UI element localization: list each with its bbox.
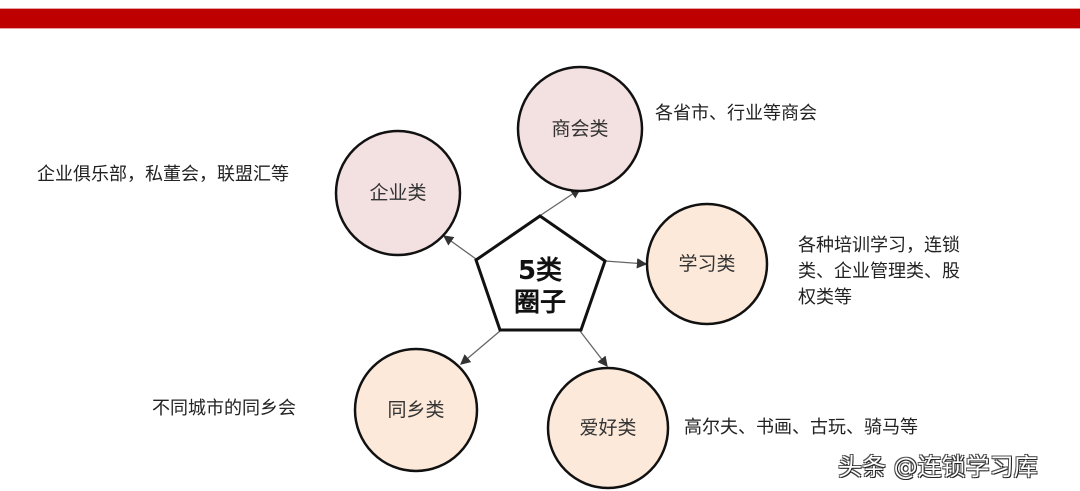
circle-enterprise [334,129,462,257]
center-label: 5类 圈子 [490,255,590,319]
label-learning: 学习类 [678,253,736,275]
center-label-line1: 5类 [517,256,563,286]
desc-learning-line3: 权类等 [798,287,852,308]
circle-hometown [353,347,479,473]
center-pentagon [474,214,607,332]
arrow-to-chamber [540,188,582,216]
label-enterprise: 企业类 [369,182,427,204]
desc-learning-line1: 各种培训学习，连锁 [798,235,960,256]
top-accent-bar [0,8,1080,29]
arrow-to-learning [604,258,648,269]
arrow-to-hometown [460,330,501,365]
desc-hometown: 不同城市的同乡会 [152,398,296,419]
circle-chamber [516,65,644,193]
center-label-line2: 圈子 [513,288,566,318]
circle-hobby [546,366,670,490]
label-hometown: 同乡类 [387,399,445,421]
desc-learning: 各种培训学习，连锁 类、企业管理类、股 权类等 [798,233,960,311]
desc-enterprise: 企业俱乐部，私董会，联盟汇等 [37,164,289,185]
desc-chamber: 各省市、行业等商会 [655,103,817,124]
arrow-to-enterprise [442,235,477,260]
arrow-to-hobby [579,330,608,368]
label-hobby: 爱好类 [579,417,637,439]
desc-hobby: 高尔夫、书画、古玩、骑马等 [684,417,918,438]
label-chamber: 商会类 [551,118,609,140]
watermark: 头条 @连锁学习库 [838,453,1038,481]
desc-learning-line2: 类、企业管理类、股 [798,261,960,282]
circle-learning [645,202,769,326]
